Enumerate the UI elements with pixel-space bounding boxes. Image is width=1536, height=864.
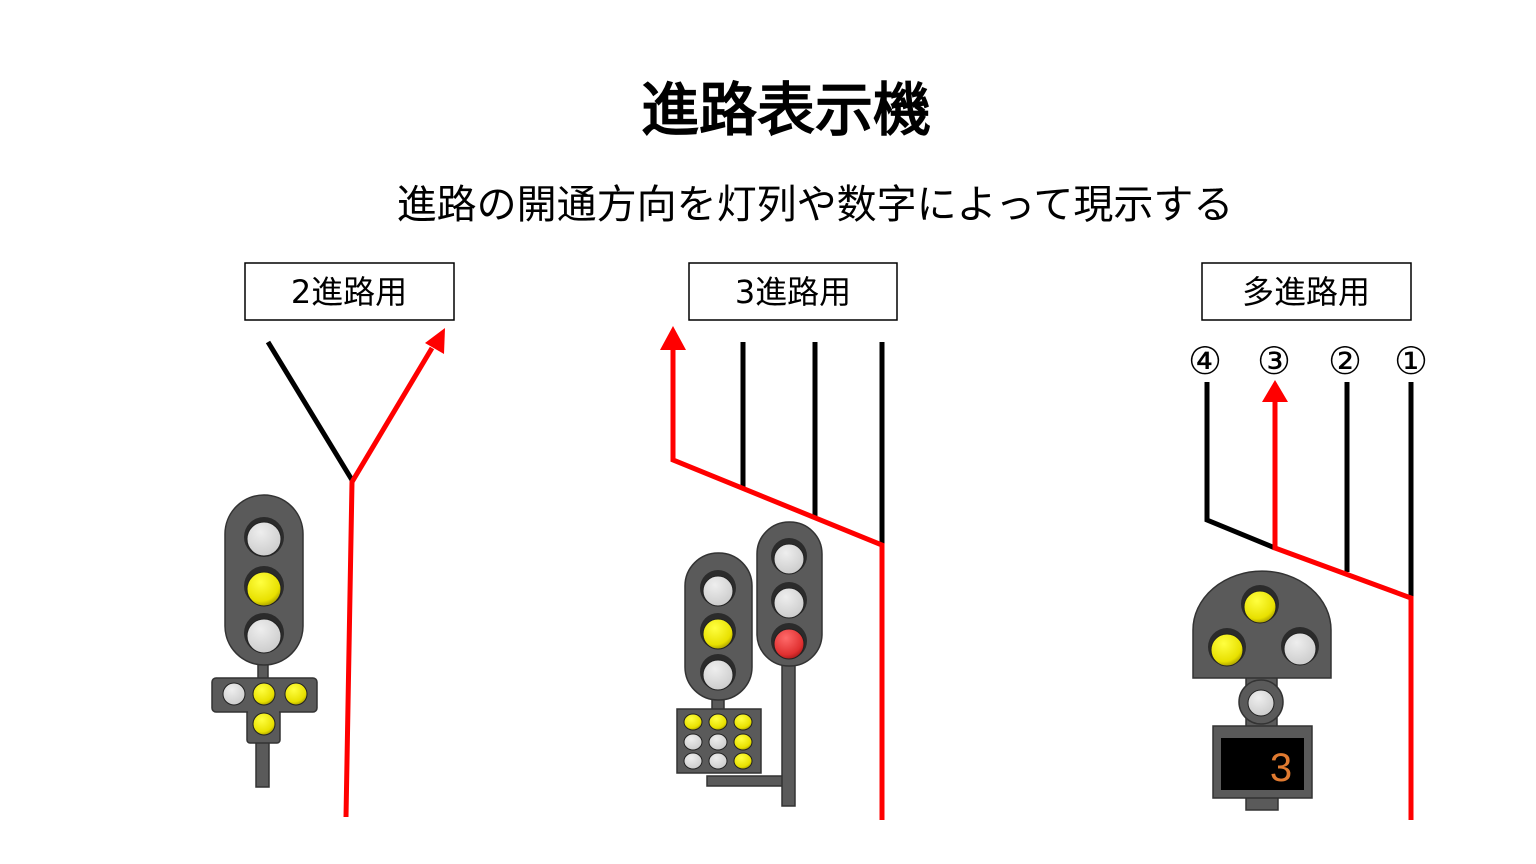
lamp-yellow: [702, 618, 734, 650]
panel-multi-route: 多進路用 ④ ③ ② ① 3: [1188, 262, 1428, 820]
lamp-yellow: [1243, 590, 1277, 624]
route-number-4: ④: [1188, 339, 1222, 383]
route-number-1: ①: [1394, 339, 1428, 383]
active-route-line: [1272, 400, 1414, 820]
number-display: [1221, 738, 1304, 790]
lamp-off: [246, 618, 282, 654]
lamp-off: [1283, 632, 1317, 666]
panel-label: 3進路用: [735, 273, 851, 311]
panel-label: 2進路用: [291, 273, 407, 311]
lamp-yellow: [246, 571, 282, 607]
lamp-off: [246, 521, 282, 557]
arrow-head-icon: [425, 328, 445, 354]
panel-two-route: 2進路用: [211, 262, 455, 818]
active-route-line: [670, 348, 885, 820]
panel-three-route: 3進路用: [660, 262, 898, 820]
lamp-off: [1247, 689, 1275, 717]
route-lamp-on: [284, 682, 308, 706]
page-title: 進路表示機: [641, 76, 931, 144]
arrow-head-icon: [1262, 380, 1288, 402]
signal-with-route-lamps: [211, 494, 318, 788]
label-box: [1201, 262, 1412, 321]
lamp-yellow: [1210, 633, 1244, 667]
route-lamp-on: [252, 682, 276, 706]
lamp-off: [702, 659, 734, 691]
route-lamp-off: [222, 682, 246, 706]
inactive-route-line: [1204, 382, 1276, 551]
route-lamp-on: [252, 712, 276, 736]
arrow-head-icon: [660, 326, 686, 350]
label-box: [688, 262, 898, 321]
indicator-digit: 3: [1270, 746, 1292, 790]
panel-label: 多進路用: [1242, 273, 1370, 311]
lamp-off: [773, 543, 805, 575]
main-signal: [706, 521, 823, 807]
active-route-line: [343, 346, 435, 818]
signal-with-lamp-matrix: [676, 552, 762, 774]
label-box: [244, 262, 455, 321]
signal-with-number-indicator: 3: [1192, 570, 1332, 811]
lamp-off: [773, 587, 805, 619]
page-subtitle: 進路の開通方向を灯列や数字によって現示する: [397, 182, 1234, 228]
inactive-route-line: [265, 340, 355, 482]
route-number-2: ②: [1328, 339, 1362, 383]
lamp-red: [773, 628, 805, 660]
route-number-3: ③: [1257, 339, 1291, 383]
lamp-off: [702, 575, 734, 607]
route-lamp-matrix: [683, 713, 753, 770]
